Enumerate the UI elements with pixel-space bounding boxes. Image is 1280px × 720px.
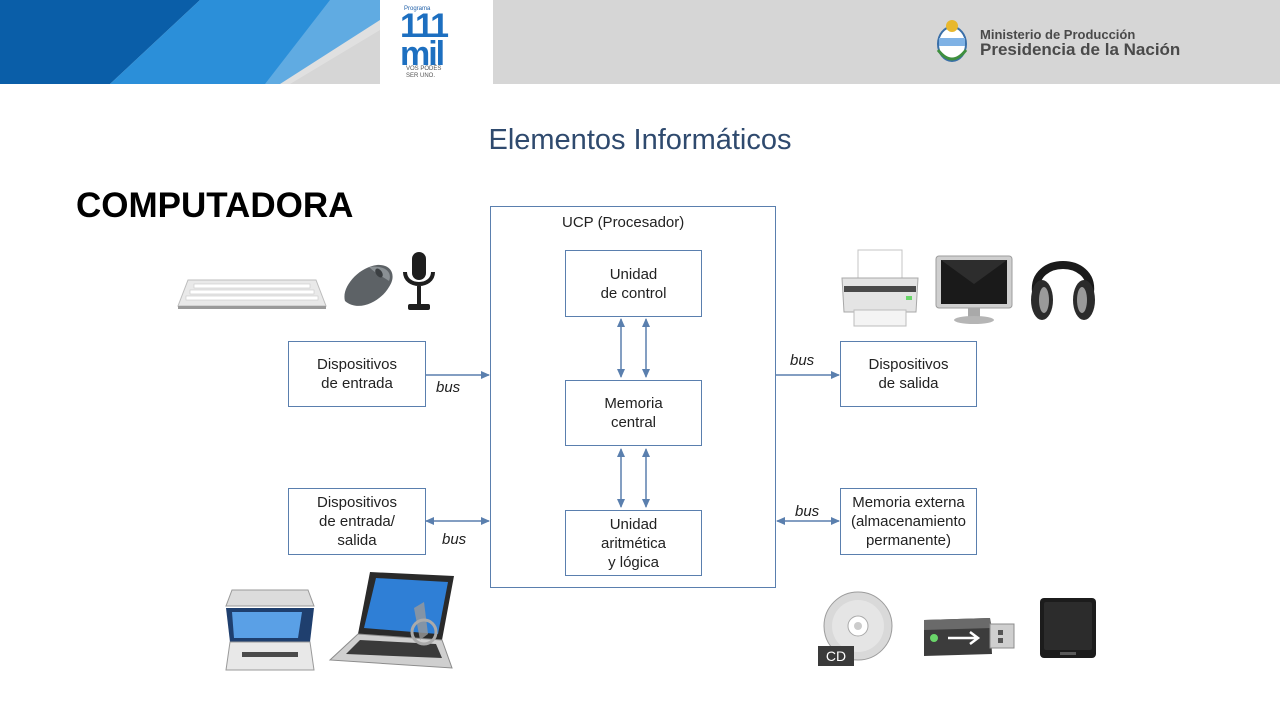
keyboard-icon — [177, 279, 327, 309]
input-devices-box: Dispositivos de entrada — [288, 341, 426, 407]
ucp-processor-box — [490, 206, 776, 588]
laptop-touch-icon — [328, 572, 454, 669]
logo-number: 111 mil — [400, 7, 449, 73]
header-bar: Programa 111 mil VOS PODÉS SER UNO. Mini… — [0, 0, 1280, 84]
ministry-logo: Ministerio de Producción Presidencia de … — [930, 18, 1270, 68]
slide-heading: COMPUTADORA — [76, 186, 354, 225]
scanner-icon — [225, 589, 315, 671]
bus-label-input: bus — [436, 379, 461, 396]
logo-number-top: 111 — [400, 7, 449, 45]
central-memory-box: Memoria central — [565, 380, 702, 446]
bus-label-external: bus — [795, 503, 820, 520]
logo-number-bottom: mil — [400, 35, 445, 73]
control-unit-box: Unidad de control — [565, 250, 702, 317]
output-devices-box: Dispositivos de salida — [840, 341, 977, 407]
usb-drive-icon — [924, 618, 1015, 656]
ministry-line1: Ministerio de Producción — [980, 27, 1136, 42]
coat-of-arms-icon — [936, 20, 968, 62]
external-hard-drive-icon — [1040, 598, 1096, 658]
logo-program-label: Programa — [404, 6, 431, 12]
alu-box: Unidad aritmética y lógica — [565, 510, 702, 576]
monitor-icon — [935, 255, 1013, 324]
slide-title: Elementos Informáticos — [488, 124, 792, 156]
io-devices-box: Dispositivos de entrada/ salida — [288, 488, 426, 555]
microphone-icon — [403, 252, 435, 310]
external-memory-box: Memoria externa (almacenamiento permanen… — [840, 488, 977, 555]
cd-icon: CD — [818, 591, 893, 666]
bus-label-output: bus — [790, 352, 815, 369]
printer-icon — [841, 249, 919, 327]
ucp-label: UCP (Procesador) — [562, 214, 685, 231]
bus-label-io: bus — [442, 531, 467, 548]
headphones-icon — [1031, 261, 1095, 320]
program-111-mil-logo: Programa 111 mil VOS PODÉS SER UNO. — [380, 0, 493, 84]
cd-label: CD — [826, 648, 846, 664]
header-stripes — [0, 0, 380, 84]
logo-tagline: VOS PODÉS SER UNO. — [406, 66, 442, 79]
mouse-icon — [344, 264, 393, 306]
ministry-line2: Presidencia de la Nación — [980, 40, 1181, 59]
